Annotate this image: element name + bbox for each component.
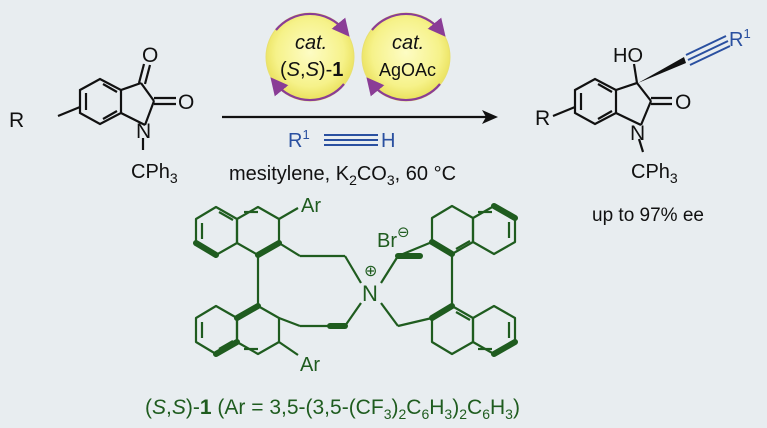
product-wedge-bond	[638, 57, 686, 83]
reactant-o-right: O	[178, 91, 194, 114]
catalyst-ar-top: Ar	[301, 195, 321, 217]
catalyst1-prefix: cat.	[295, 32, 327, 54]
reaction-conditions: mesitylene, K2CO3, 60 °C	[229, 163, 456, 188]
product-cph3: CPh3	[631, 161, 678, 186]
catalyst1-label: (S,S)-1	[280, 59, 343, 81]
reactant-isatin	[57, 63, 176, 150]
product-n: N	[630, 122, 645, 145]
catalyst-n: N	[362, 281, 378, 306]
catalyst-counterion: Br⊖	[377, 224, 410, 252]
catalyst-n-charge: ⊕	[364, 263, 377, 280]
reagent-triple-bond	[324, 134, 378, 146]
catalyst2-label: AgOAc	[379, 60, 436, 80]
catalyst-caption: (S,S)-1 (Ar = 3,5-(3,5-(CF3)2C6H3)2C6H3)	[145, 396, 520, 422]
product-r: R	[535, 107, 550, 130]
reactant-n: N	[136, 120, 151, 143]
reactant-cph3: CPh3	[131, 161, 178, 186]
product-triple-bond	[685, 35, 731, 66]
catalyst-cycle-1	[265, 12, 355, 102]
product-o-right: O	[675, 91, 691, 114]
reagent-h: H	[381, 130, 395, 152]
reagent-r1: R1	[288, 127, 310, 152]
catalyst-ar-bottom: Ar	[300, 354, 320, 376]
reactant-o-top: O	[142, 44, 158, 67]
product-r1: R1	[729, 26, 751, 51]
reactant-r: R	[9, 109, 24, 132]
reaction-arrow	[222, 110, 498, 124]
catalyst-cycle-2	[361, 12, 451, 102]
product-oxindole	[552, 63, 672, 153]
catalyst-bold-bonds	[193, 203, 518, 357]
catalyst2-prefix: cat.	[392, 32, 424, 54]
product-ho: HO	[613, 45, 643, 67]
catalyst-structure	[194, 204, 517, 356]
product-ee: up to 97% ee	[592, 205, 704, 226]
